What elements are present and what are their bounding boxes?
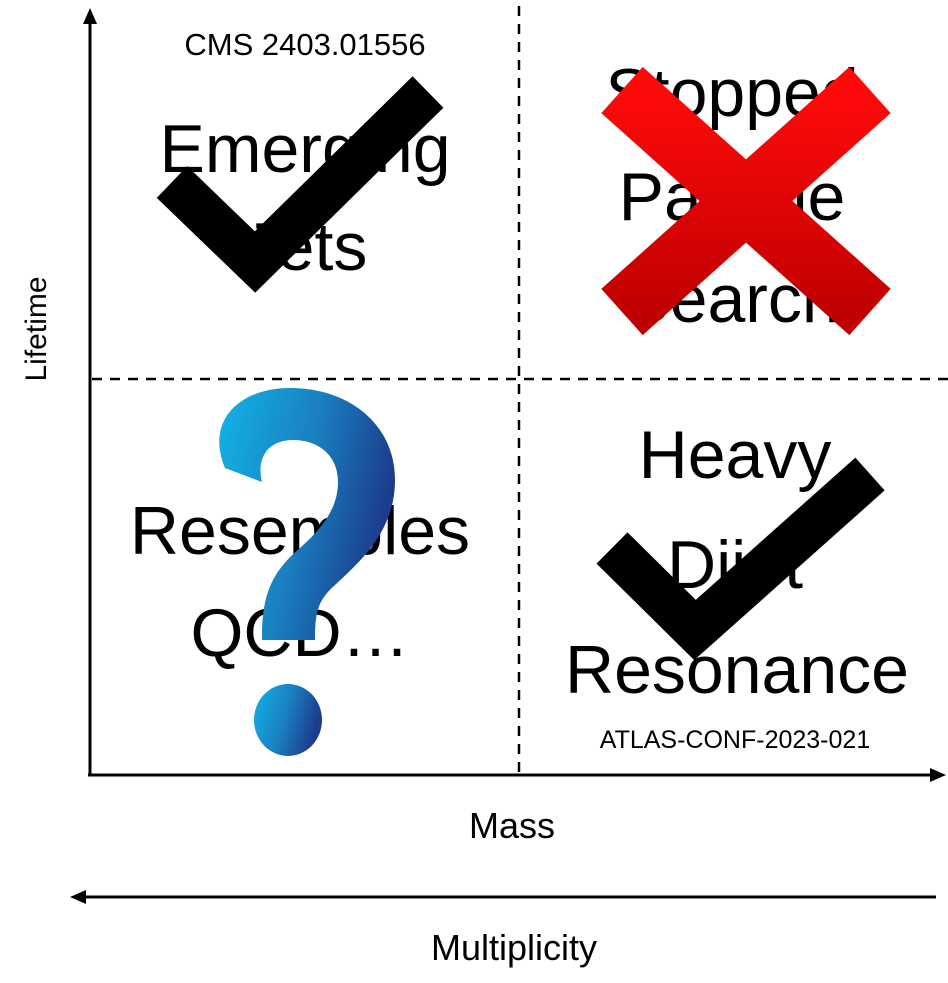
bottom-right-title-line-3: Resonance bbox=[565, 632, 909, 708]
multiplicity-label: Multiplicity bbox=[431, 927, 597, 968]
x-axis bbox=[88, 768, 946, 782]
y-axis bbox=[83, 8, 97, 776]
question-mark-icon bbox=[219, 388, 395, 756]
bottom-right-title-line-1: Heavy bbox=[639, 417, 832, 493]
multiplicity-arrow bbox=[70, 890, 936, 904]
red-x-icon bbox=[601, 66, 891, 336]
bottom-right-reference: ATLAS-CONF-2023-021 bbox=[600, 726, 870, 754]
y-axis-label: Lifetime bbox=[20, 276, 53, 381]
check-mark-icon bbox=[596, 457, 885, 661]
x-axis-label: Mass bbox=[469, 805, 555, 846]
top-left-reference: CMS 2403.01556 bbox=[184, 27, 425, 62]
check-mark-icon bbox=[156, 76, 444, 293]
